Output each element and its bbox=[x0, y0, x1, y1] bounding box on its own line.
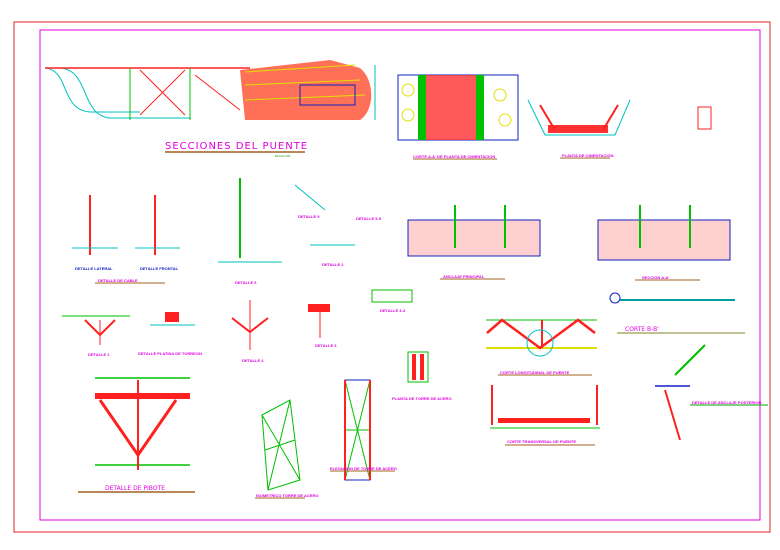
title-anclaje: ANCLAJE PRINCIPAL bbox=[443, 274, 485, 279]
small-detail bbox=[697, 106, 712, 130]
foundation-plan-drawing bbox=[527, 99, 631, 136]
title-detalle-pibote: DETALLE DE PIBOTE bbox=[105, 485, 165, 492]
title-detalle-3: DETALLE 3 bbox=[315, 343, 337, 348]
title-detalle-cable: DETALLE DE CABLE bbox=[98, 278, 138, 283]
title-detalle-4: DETALLE 4 bbox=[242, 358, 264, 363]
foundation-section-drawing bbox=[397, 74, 519, 141]
title-seccion-aa: SECCION A-A' bbox=[642, 275, 669, 280]
scale-note: ESCALA 1/50 bbox=[275, 155, 291, 158]
title-secciones: SECCIONES DEL PUENTE bbox=[165, 141, 308, 152]
title-planta-torre: PLANTA DE TORRE DE ACERO bbox=[392, 396, 452, 401]
title-corte-aa-cim: CORTE A-A' DE PLANTA DE CIMENTACION bbox=[413, 154, 495, 159]
title-anclaje-post: DETALLE DE ANCLAJE POSTERIOR bbox=[692, 400, 761, 405]
outer-frame bbox=[13, 21, 771, 533]
title-detalle-1: DETALLE 1 bbox=[88, 352, 110, 357]
cable-details-drawing bbox=[72, 178, 355, 263]
joint-details-drawing bbox=[62, 289, 413, 350]
title-detalle-2: DETALLE 2 bbox=[322, 262, 344, 267]
title-corte-long: CORTE LONGITUDINAL DE PUENTE bbox=[500, 370, 570, 375]
title-detalle-6: DETALLE 6 bbox=[235, 280, 257, 285]
title-detalle-33: DETALLE 3-3 bbox=[380, 308, 406, 313]
rear-anchor-drawing bbox=[655, 344, 706, 441]
title-detalle-5: DETALLE 5 bbox=[298, 214, 320, 219]
title-detalle-platina: DETALLE PLATINA DE TORREON bbox=[138, 351, 202, 356]
title-isometrico: ISOMETRICO TORRE DE ACERO bbox=[256, 493, 318, 498]
title-detalle-55: DETALLE 5-5 bbox=[356, 216, 382, 221]
anchor-drawings bbox=[407, 205, 731, 261]
bridge-sections-drawing bbox=[44, 60, 376, 120]
tower-plan-drawing bbox=[407, 351, 600, 429]
title-elevacion: ELEVACION DE TORRE DE ACERO bbox=[330, 466, 397, 471]
title-detalle-lateral: DETALLE LATERAL bbox=[75, 266, 113, 271]
tower-iso-drawing bbox=[261, 379, 371, 491]
inner-frame bbox=[39, 29, 761, 521]
title-planta-cim: PLANTA DE CIMENTACION bbox=[562, 153, 614, 158]
pivot-detail-drawing bbox=[95, 377, 190, 470]
section-bb-drawing bbox=[609, 292, 735, 304]
title-corte-trans: CORTE TRANSVERSAL DE PUENTE bbox=[507, 439, 576, 444]
longitudinal-section-drawing bbox=[486, 318, 597, 357]
title-detalle-frontal: DETALLE FRONTAL bbox=[140, 266, 179, 271]
title-corte-bb: CORTE B-B' bbox=[625, 326, 659, 333]
